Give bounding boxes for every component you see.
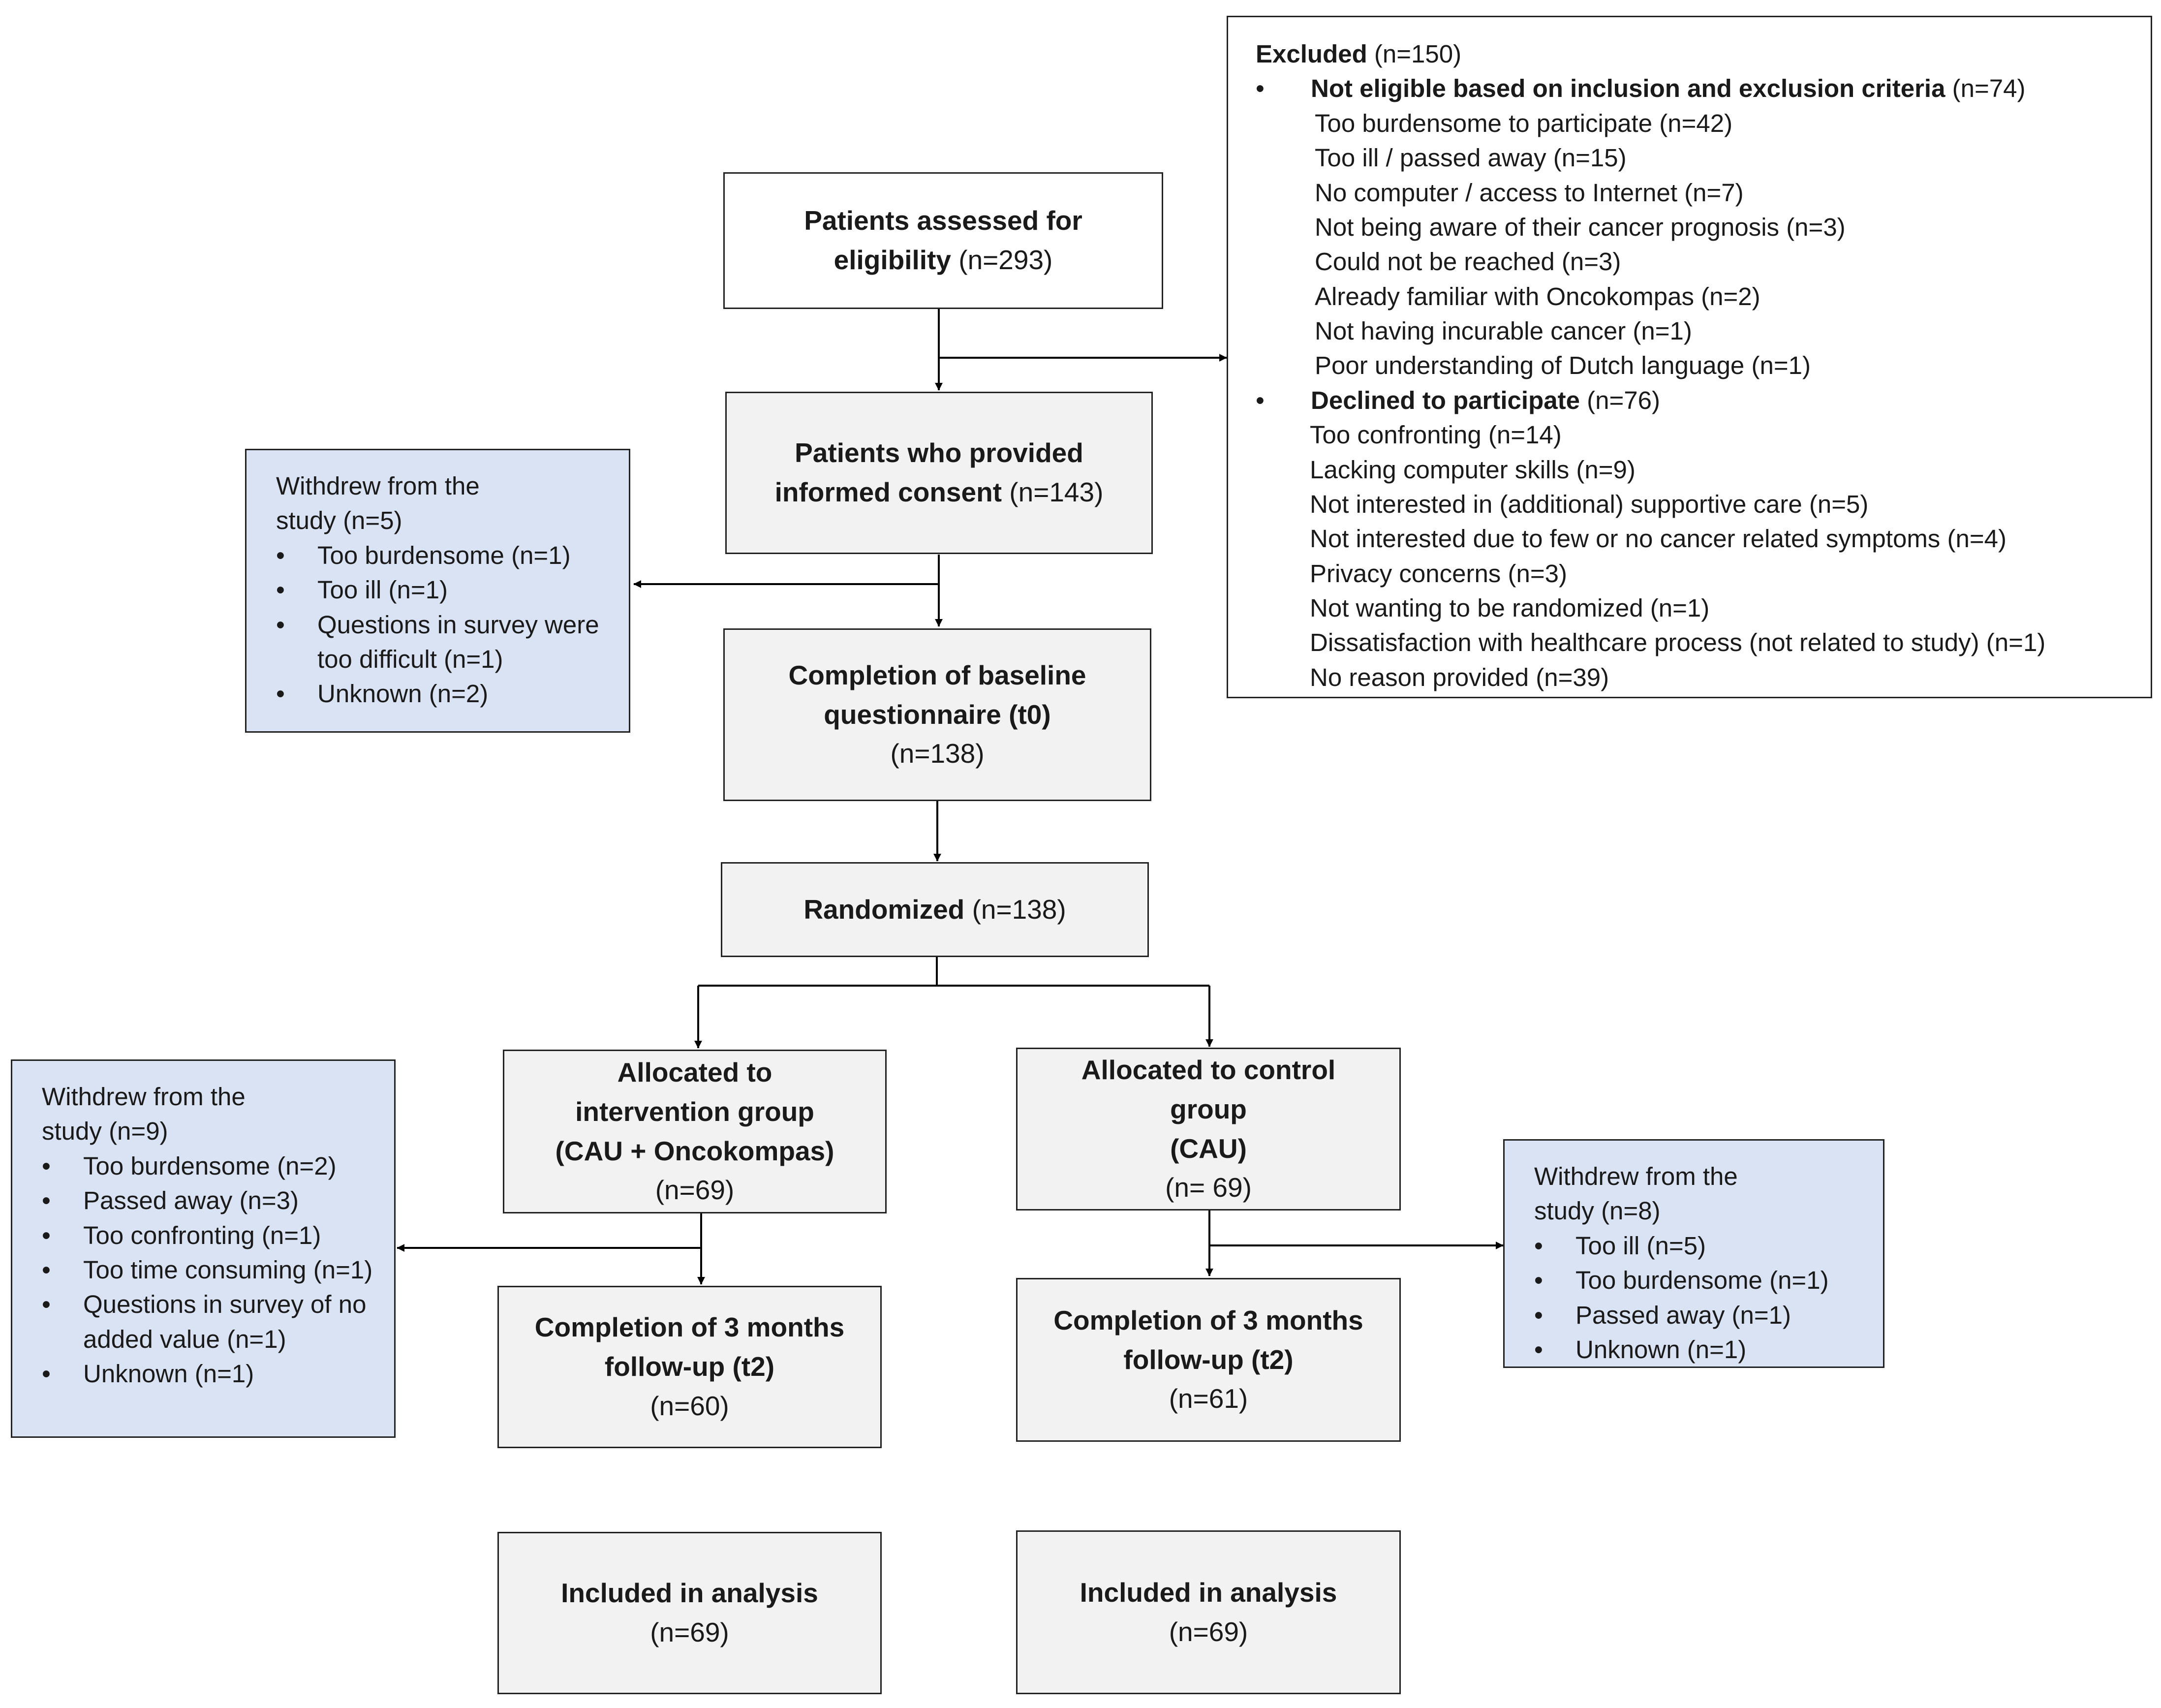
list-item: Too ill (n=5) bbox=[1534, 1229, 1868, 1264]
assessed-line1: Patients assessed for bbox=[804, 205, 1082, 236]
excluded-section-not-eligible: Not eligible based on inclusion and excl… bbox=[1256, 71, 2136, 106]
followup-control-line1: Completion of 3 months bbox=[1053, 1304, 1363, 1335]
list-item: Passed away (n=1) bbox=[1534, 1298, 1868, 1333]
withdrew-control-reasons: Too ill (n=5) Too burdensome (n=1) Passe… bbox=[1534, 1229, 1868, 1367]
control-count: (n= 69) bbox=[1165, 1172, 1252, 1203]
assessed-eligibility: eligibility bbox=[834, 245, 951, 275]
list-item: Too confronting (n=14) bbox=[1310, 421, 1562, 449]
followup-control-count: (n=61) bbox=[1169, 1383, 1248, 1414]
baseline-line2: questionnaire (t0) bbox=[824, 699, 1051, 730]
intervention-box: Allocated to intervention group (CAU + O… bbox=[503, 1050, 887, 1213]
withdrew-title-line2: study (n=5) bbox=[276, 506, 402, 535]
list-item: No reason provided (n=39) bbox=[1310, 663, 1609, 691]
control-line3: (CAU) bbox=[1170, 1133, 1247, 1164]
list-item: Not having incurable cancer (n=1) bbox=[1315, 317, 1692, 345]
excluded-heading: Excluded (n=150) bbox=[1256, 37, 2136, 71]
excluded-count: (n=150) bbox=[1374, 40, 1462, 68]
assessed-line2: eligibility (n=293) bbox=[834, 241, 1053, 280]
control-line1: Allocated to control bbox=[1081, 1055, 1336, 1085]
list-item: Not interested due to few or no cancer r… bbox=[1310, 525, 2007, 553]
followup-intervention-line1: Completion of 3 months bbox=[534, 1312, 845, 1343]
consent-box: Patients who provided informed consent (… bbox=[725, 392, 1153, 554]
list-item: Not interested in (additional) supportiv… bbox=[1310, 490, 1869, 518]
withdrew-title-line1: Withdrew from the bbox=[42, 1083, 246, 1111]
baseline-count: (n=138) bbox=[890, 738, 985, 769]
consent-informed: informed consent bbox=[774, 477, 1002, 507]
randomized-label: Randomized bbox=[803, 894, 965, 925]
assessed-box: Patients assessed for eligibility (n=293… bbox=[723, 172, 1163, 309]
intervention-count: (n=69) bbox=[655, 1175, 735, 1206]
assessed-count: (n=293) bbox=[958, 245, 1053, 275]
excluded-title: Excluded bbox=[1256, 40, 1367, 68]
excluded-section-declined: Declined to participate (n=76) bbox=[1256, 383, 2136, 418]
list-item: Not wanting to be randomized (n=1) bbox=[1310, 594, 1710, 622]
list-item: Poor understanding of Dutch language (n=… bbox=[1315, 351, 1811, 380]
list-item: Privacy concerns (n=3) bbox=[1310, 559, 1567, 588]
randomized-count: (n=138) bbox=[972, 894, 1066, 925]
list-item: Lacking computer skills (n=9) bbox=[1310, 455, 1636, 484]
analysis-intervention-count: (n=69) bbox=[650, 1617, 729, 1647]
analysis-control-count: (n=69) bbox=[1169, 1616, 1248, 1647]
excluded-box: Excluded (n=150) Not eligible based on i… bbox=[1227, 16, 2152, 698]
randomized-line: Randomized (n=138) bbox=[803, 890, 1066, 930]
section-title: Not eligible based on inclusion and excl… bbox=[1311, 74, 1945, 103]
withdrew-control-box: Withdrew from the study (n=8) Too ill (n… bbox=[1503, 1139, 1884, 1368]
list-item: Questions in survey were too difficult (… bbox=[276, 608, 614, 677]
followup-control-line2: follow-up (t2) bbox=[1123, 1344, 1294, 1375]
list-item: Unknown (n=2) bbox=[276, 677, 614, 712]
section-count: (n=74) bbox=[1952, 74, 2026, 103]
section-count: (n=76) bbox=[1587, 386, 1660, 414]
consent-line1: Patients who provided bbox=[795, 437, 1083, 468]
withdrew-intervention-box: Withdrew from the study (n=9) Too burden… bbox=[11, 1059, 396, 1438]
list-item: Too ill / passed away (n=15) bbox=[1315, 144, 1627, 172]
section-title: Declined to participate bbox=[1311, 386, 1580, 414]
withdrew-title-line1: Withdrew from the bbox=[276, 472, 480, 500]
withdrew-intervention-reasons: Too burdensome (n=2) Passed away (n=3) T… bbox=[42, 1149, 379, 1392]
list-item: Too confronting (n=1) bbox=[42, 1218, 379, 1253]
followup-control-box: Completion of 3 months follow-up (t2) (n… bbox=[1016, 1278, 1401, 1442]
followup-intervention-line2: follow-up (t2) bbox=[604, 1351, 775, 1382]
list-item: Too time consuming (n=1) bbox=[42, 1253, 379, 1288]
list-item: Not being aware of their cancer prognosi… bbox=[1315, 213, 1846, 241]
not-eligible-reasons: Too burdensome to participate (n=42) Too… bbox=[1256, 106, 2136, 383]
withdrew-title-line1: Withdrew from the bbox=[1534, 1162, 1738, 1190]
list-item: Unknown (n=1) bbox=[42, 1357, 379, 1392]
baseline-line1: Completion of baseline bbox=[788, 659, 1086, 690]
list-item: Too burdensome (n=1) bbox=[276, 538, 614, 573]
withdrew-title-line2: study (n=8) bbox=[1534, 1197, 1661, 1225]
analysis-intervention-label: Included in analysis bbox=[561, 1578, 818, 1609]
withdrew-consent-reasons: Too burdensome (n=1) Too ill (n=1) Quest… bbox=[276, 538, 614, 712]
intervention-line1: Allocated to bbox=[617, 1057, 772, 1087]
list-item: Too burdensome to participate (n=42) bbox=[1315, 109, 1733, 137]
consent-count: (n=143) bbox=[1009, 477, 1104, 507]
analysis-intervention-box: Included in analysis (n=69) bbox=[497, 1532, 882, 1694]
baseline-box: Completion of baseline questionnaire (t0… bbox=[723, 628, 1151, 801]
list-item: Already familiar with Oncokompas (n=2) bbox=[1315, 282, 1760, 311]
declined-reasons: Too confronting (n=14) Lacking computer … bbox=[1256, 418, 2136, 695]
intervention-line2: intervention group bbox=[575, 1096, 814, 1127]
withdrew-title-line2: study (n=9) bbox=[42, 1117, 168, 1146]
randomized-box: Randomized (n=138) bbox=[721, 862, 1149, 957]
list-item: Dissatisfaction with healthcare process … bbox=[1310, 628, 2046, 657]
list-item: Too burdensome (n=1) bbox=[1534, 1263, 1868, 1298]
list-item: Passed away (n=3) bbox=[42, 1183, 379, 1218]
followup-intervention-count: (n=60) bbox=[650, 1390, 729, 1421]
followup-intervention-box: Completion of 3 months follow-up (t2) (n… bbox=[497, 1286, 882, 1448]
connector-randomized-split bbox=[698, 957, 938, 987]
intervention-line3: (CAU + Oncokompas) bbox=[555, 1135, 834, 1166]
list-item: No computer / access to Internet (n=7) bbox=[1315, 178, 1744, 207]
analysis-control-box: Included in analysis (n=69) bbox=[1016, 1530, 1401, 1694]
list-item: Too ill (n=1) bbox=[276, 573, 614, 608]
list-item: Could not be reached (n=3) bbox=[1315, 248, 1621, 276]
control-box: Allocated to control group (CAU) (n= 69) bbox=[1016, 1048, 1401, 1211]
list-item: Unknown (n=1) bbox=[1534, 1333, 1868, 1367]
list-item: Questions in survey of no added value (n… bbox=[42, 1287, 379, 1357]
analysis-control-label: Included in analysis bbox=[1080, 1577, 1337, 1608]
list-item: Too burdensome (n=2) bbox=[42, 1149, 379, 1184]
consent-line2: informed consent (n=143) bbox=[775, 473, 1104, 512]
control-line2: group bbox=[1170, 1093, 1247, 1124]
withdrew-consent-box: Withdrew from the study (n=5) Too burden… bbox=[245, 449, 630, 733]
